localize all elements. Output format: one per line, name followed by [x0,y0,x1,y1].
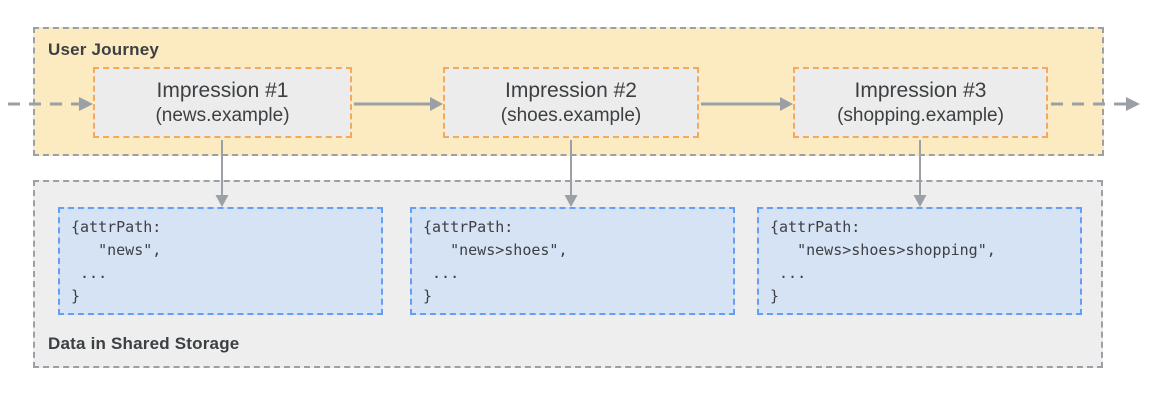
impression-box-3: Impression #3 (shopping.example) [793,67,1048,138]
impression-domain: (news.example) [155,105,290,126]
storage-record-code: {attrPath: "news>shoes>shopping", ... } [770,218,996,305]
impression-label: Impression #1 [156,79,289,102]
impression-domain: (shoes.example) [500,105,642,126]
impression-label: Impression #2 [505,79,637,102]
impression-box-2: Impression #2 (shoes.example) [443,67,699,138]
user-journey-title: User Journey [48,40,160,59]
impression-label: Impression #3 [854,79,987,102]
storage-record-card-2: {attrPath: "news>shoes", ... } [410,207,735,315]
storage-record-card-3: {attrPath: "news>shoes>shopping", ... } [757,207,1082,315]
impression-box-1: Impression #1 (news.example) [93,67,352,138]
storage-record-code: {attrPath: "news", ... } [71,218,162,305]
storage-record-code: {attrPath: "news>shoes", ... } [423,218,568,305]
impression-domain: (shopping.example) [837,105,1004,126]
shared-storage-title: Data in Shared Storage [48,334,240,353]
storage-record-card-1: {attrPath: "news", ... } [58,207,383,315]
